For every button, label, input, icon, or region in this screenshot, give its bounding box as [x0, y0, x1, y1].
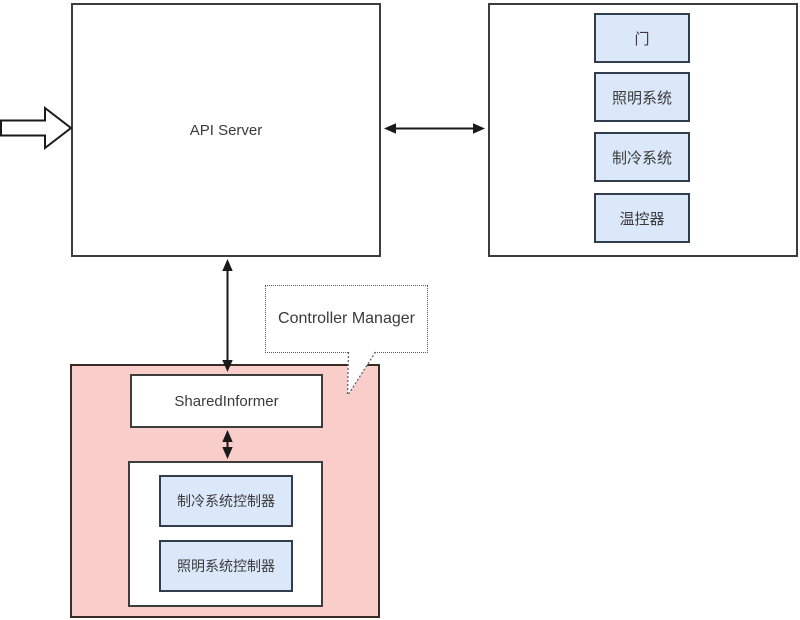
controller-cooling-label: 制冷系统控制器 [177, 493, 275, 509]
device-box-door: 门 [594, 13, 690, 63]
device-lighting-label: 照明系统 [611, 89, 672, 107]
controller-lighting-label: 照明系统控制器 [177, 558, 275, 574]
controller-manager-callout: Controller Manager [265, 285, 428, 353]
api-informer-double-arrow-icon [222, 259, 233, 372]
controller-manager-label: Controller Manager [278, 310, 415, 327]
device-door-label: 门 [634, 30, 650, 48]
device-box-lighting-system: 照明系统 [594, 72, 690, 122]
device-cooling-label: 制冷系统 [611, 149, 672, 167]
device-box-cooling-system: 制冷系统 [594, 132, 690, 182]
api-server-label: API Server [189, 121, 263, 139]
input-block-arrow-icon [0, 105, 73, 151]
controller-box-lighting-system: 照明系统控制器 [159, 540, 293, 592]
device-thermostat-label: 温控器 [619, 210, 665, 228]
controller-manager-container: SharedInformer 制冷系统控制器 照明系统控制器 [70, 364, 380, 618]
api-devices-double-arrow-icon [384, 123, 485, 134]
controller-box-cooling-system: 制冷系统控制器 [159, 475, 293, 527]
controllers-group-box: 制冷系统控制器 照明系统控制器 [128, 461, 323, 607]
shared-informer-box: SharedInformer [130, 374, 323, 428]
devices-panel: 门 照明系统 制冷系统 温控器 [488, 3, 798, 257]
device-box-thermostat: 温控器 [594, 193, 690, 243]
api-server-box: API Server [71, 3, 381, 257]
shared-informer-label: SharedInformer [174, 392, 279, 410]
